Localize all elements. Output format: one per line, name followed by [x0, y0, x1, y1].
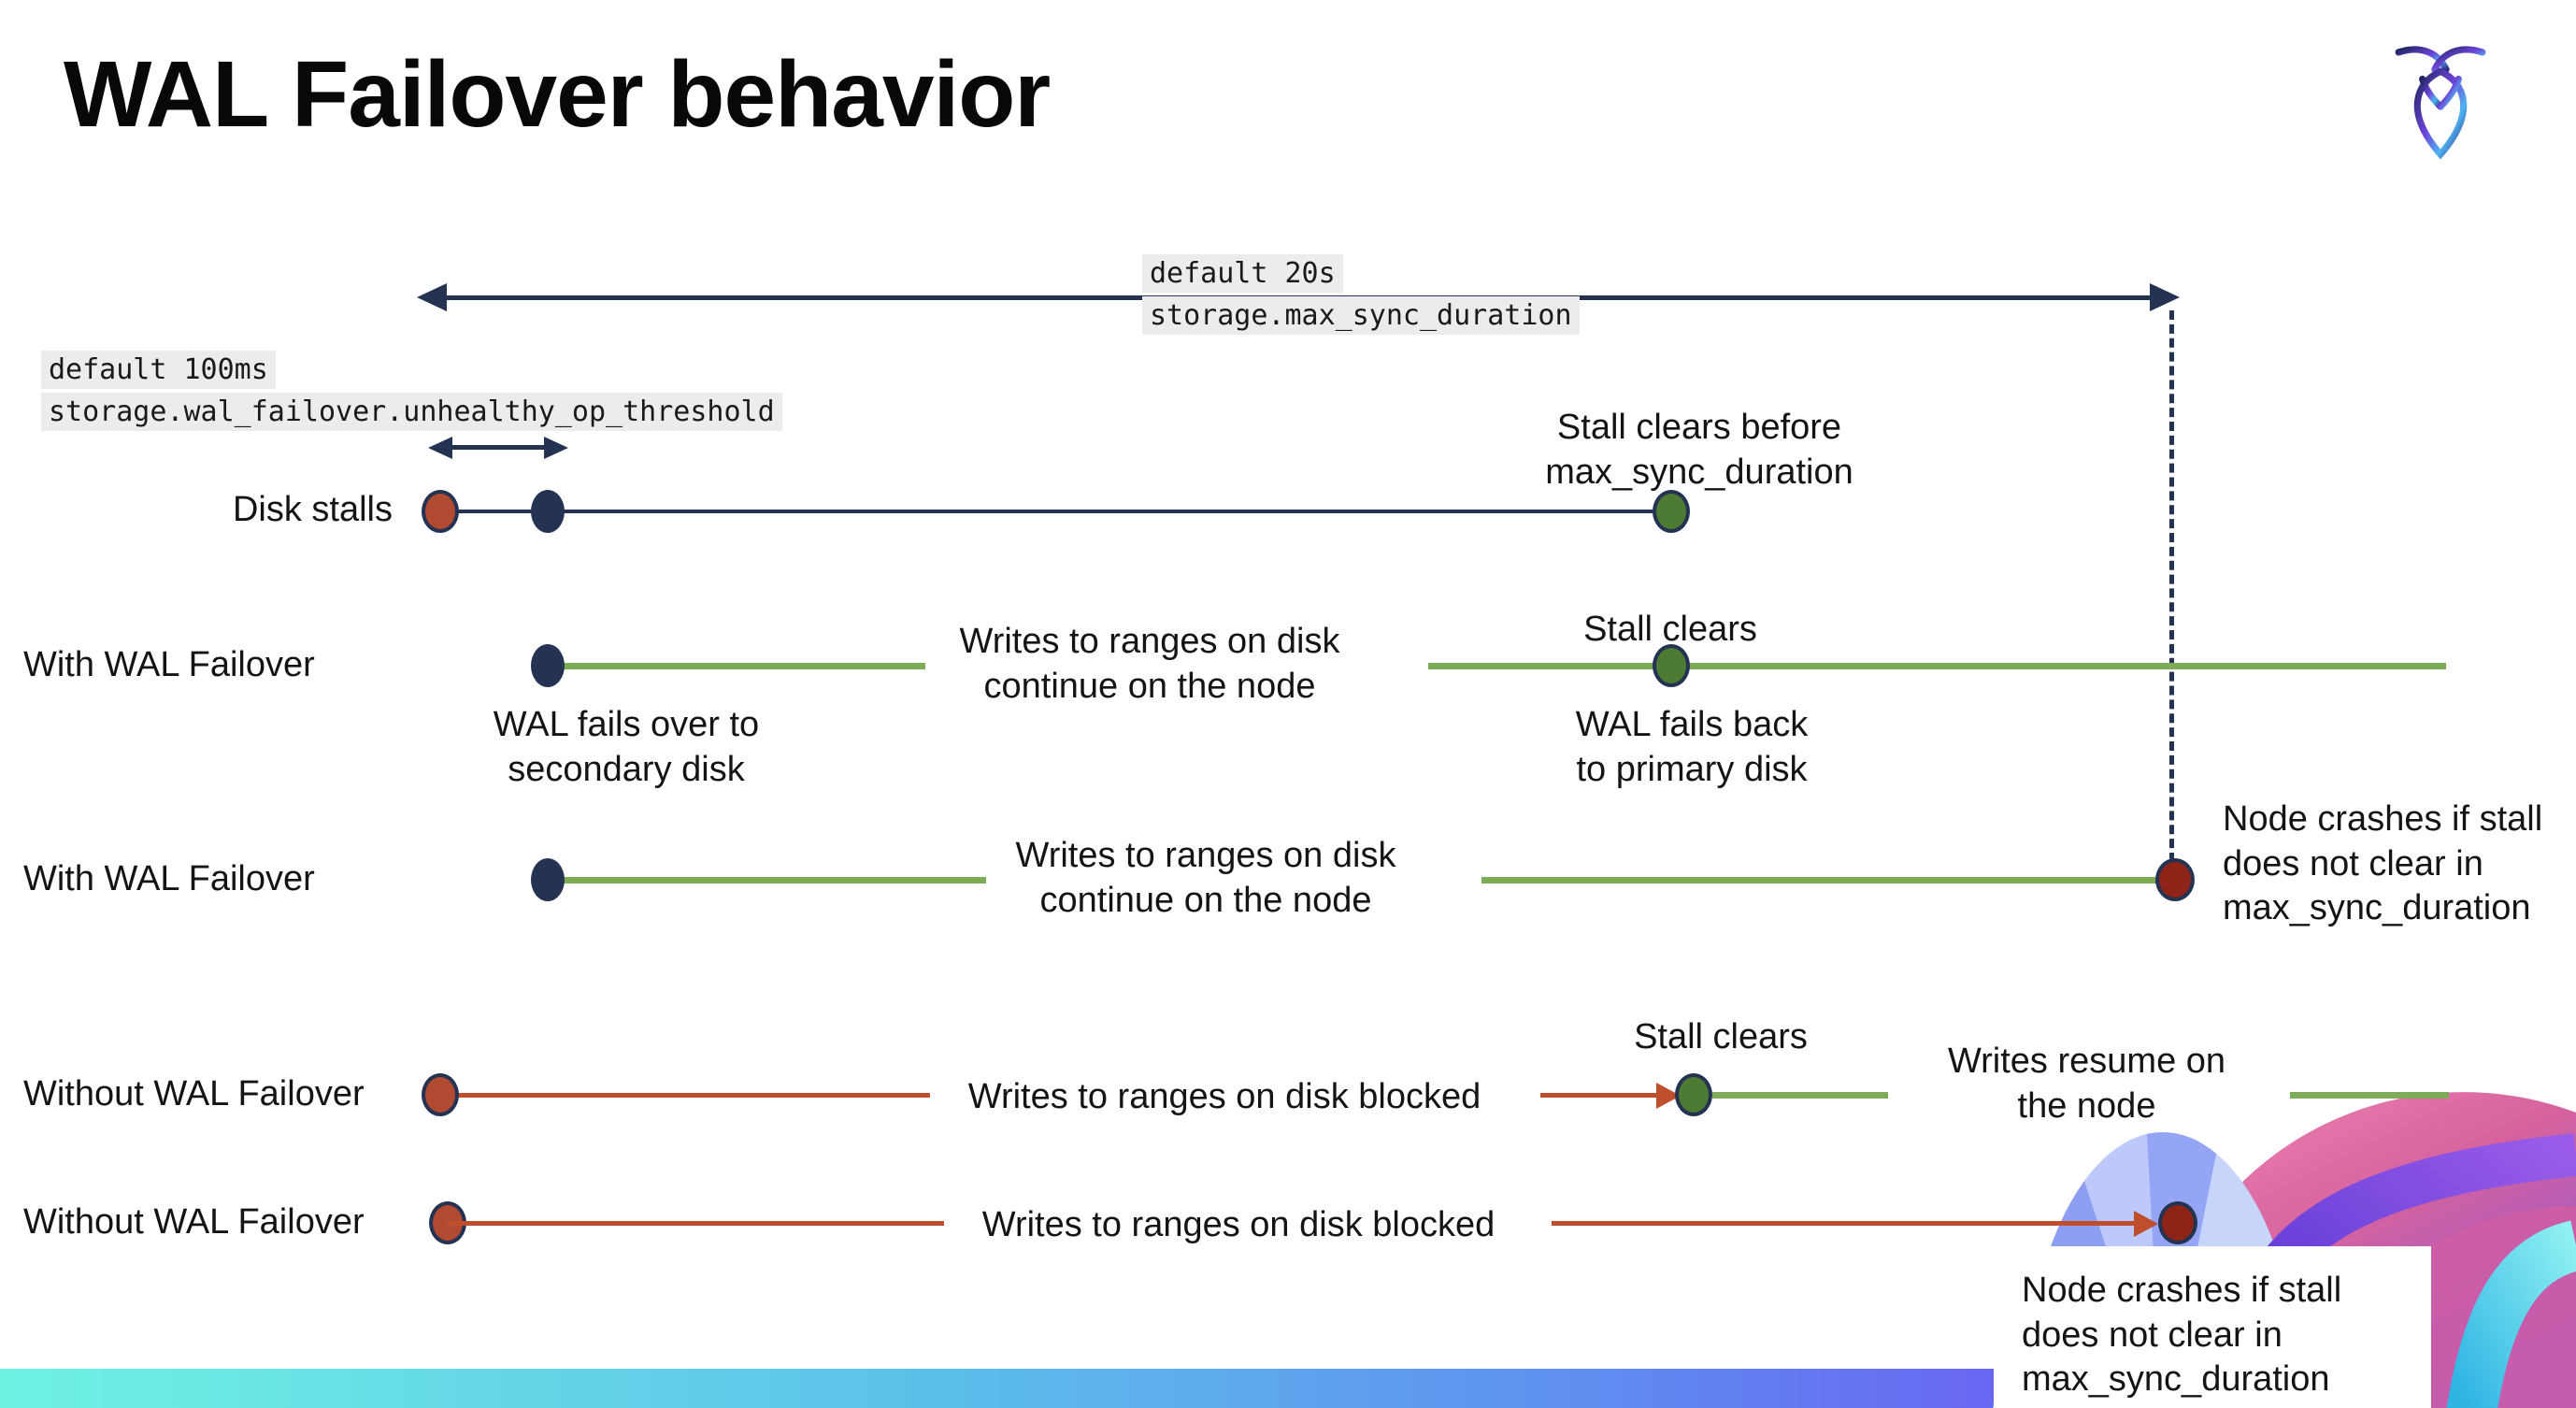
- threshold-span-line: [447, 445, 550, 450]
- node-crash-note: Node crashes if stall does not clear in …: [2022, 1271, 2342, 1399]
- stall-clears-note: Stall clears: [1634, 1017, 1808, 1056]
- setting-name: storage.wal_failover.unhealthy_op_thresh…: [41, 393, 782, 431]
- writes-resume-line: [1712, 1092, 1888, 1099]
- threshold-dot: [531, 490, 565, 533]
- writes-continue-line: [1428, 663, 2446, 669]
- art-cyan-arch: [2446, 1220, 2576, 1408]
- deadline-dashed-line: [2169, 310, 2174, 862]
- cockroachdb-logo-icon: [2395, 46, 2486, 160]
- setting-default-value: default 100ms: [41, 351, 276, 389]
- node-crash-note: Node crashes if stall does not clear in …: [2223, 799, 2543, 927]
- stall-start-dot: [422, 1073, 459, 1116]
- writes-blocked-note: Writes to ranges on disk blocked: [967, 1077, 1481, 1116]
- stall-clears-before-note: Stall clears before max_sync_duration: [1545, 408, 1853, 492]
- row-label-without-wal-failover: Without WAL Failover: [23, 1202, 365, 1242]
- stall-clears-note: Stall clears: [1583, 610, 1757, 649]
- writes-blocked-note: Writes to ranges on disk blocked: [981, 1205, 1496, 1244]
- page-title: WAL Failover behavior: [64, 42, 1051, 147]
- row-label-without-wal-failover: Without WAL Failover: [23, 1074, 365, 1113]
- writes-continue-line: [561, 663, 925, 669]
- arrowhead-right-icon: [2150, 283, 2180, 311]
- timeline-disk-stalls: [439, 510, 1671, 513]
- writes-blocked-line: [447, 1221, 944, 1226]
- row-label-disk-stalls: Disk stalls: [232, 490, 393, 529]
- setting-name: storage.max_sync_duration: [1142, 296, 1580, 335]
- writes-continue-line: [1481, 877, 2161, 884]
- arrowhead-left-icon: [428, 437, 452, 459]
- wal-fails-over-note: WAL fails over to secondary disk: [493, 705, 760, 789]
- writes-blocked-line: [1552, 1221, 2136, 1226]
- failover-dot: [531, 858, 565, 901]
- node-crash-callout: Node crashes if stall does not clear in …: [1994, 1246, 2431, 1408]
- arrowhead-right-icon: [2134, 1211, 2158, 1237]
- unhealthy-op-threshold-label: default 100ms storage.wal_failover.unhea…: [41, 351, 782, 435]
- row-label-with-wal-failover: With WAL Failover: [23, 645, 315, 684]
- arrowhead-left-icon: [417, 283, 447, 311]
- wal-fails-back-note: WAL fails back to primary disk: [1575, 705, 1809, 789]
- writes-continue-note: Writes to ranges on disk continue on the…: [959, 622, 1340, 706]
- stall-clears-dot: [1653, 644, 1690, 687]
- setting-default-value: default 20s: [1142, 254, 1343, 293]
- writes-continue-line: [561, 877, 986, 884]
- writes-blocked-line: [1540, 1093, 1664, 1098]
- stall-clears-dot: [1653, 490, 1690, 533]
- node-crash-dot: [2155, 858, 2195, 901]
- writes-resume-note: Writes resume on the node: [1947, 1042, 2226, 1126]
- stall-start-dot: [422, 490, 459, 533]
- node-crash-dot: [2158, 1201, 2197, 1244]
- arrowhead-right-icon: [544, 437, 568, 459]
- stall-clears-dot: [1675, 1073, 1712, 1116]
- writes-blocked-line: [439, 1093, 930, 1098]
- failover-dot: [531, 644, 565, 687]
- max-sync-duration-label: default 20s storage.max_sync_duration: [1142, 254, 1580, 338]
- writes-continue-note: Writes to ranges on disk continue on the…: [1015, 836, 1396, 920]
- row-label-with-wal-failover: With WAL Failover: [23, 859, 315, 898]
- writes-resume-line: [2290, 1092, 2449, 1099]
